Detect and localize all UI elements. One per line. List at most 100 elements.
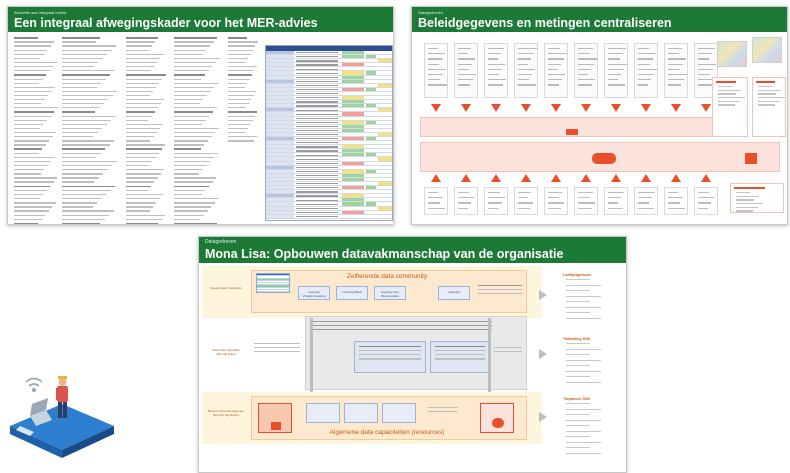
wifi-icon <box>25 377 43 392</box>
up-arrow-icon <box>431 174 441 182</box>
bullet-line <box>566 284 601 286</box>
lane-label-brokers: Brokers Data Development Brought Signifi… <box>207 409 245 417</box>
section-title: Trekleiding 2030 <box>563 337 591 341</box>
table-row <box>266 96 392 101</box>
table-row <box>266 100 392 105</box>
person-icon <box>56 376 68 418</box>
bullet-line <box>566 425 590 427</box>
down-arrow-icon <box>611 104 621 112</box>
text-column <box>174 37 220 224</box>
side-panel <box>752 77 786 137</box>
database-icon <box>592 153 616 164</box>
side-panel <box>712 77 748 137</box>
capabilities-box: Algemene data capaciteiten (resources) <box>251 396 527 440</box>
research-team-box <box>382 403 416 423</box>
card-kicker: Datagedreven <box>418 10 444 15</box>
bullet-line <box>566 279 590 281</box>
lane-label-capability: Data Data Capability (Brough-Data) <box>212 348 240 356</box>
learning-box: Learning Basis <box>336 286 368 300</box>
integraal-afwegingskader-card[interactable]: Behoefte aan integraal beleid Een integr… <box>7 6 394 225</box>
up-arrow-icon <box>521 174 531 182</box>
bullet-line <box>566 447 590 449</box>
lane-label-speed: Speed Data Translators <box>210 286 242 290</box>
source-column <box>514 43 538 98</box>
table-row <box>266 71 392 76</box>
learning-box: Learning <box>438 286 470 300</box>
up-arrow-icon <box>551 174 561 182</box>
card-header: Datagedreven Mona Lisa: Opbouwen datavak… <box>199 237 626 263</box>
bullet-line <box>566 370 601 372</box>
source-column <box>454 43 478 98</box>
card-kicker: Behoefte aan integraal beleid <box>14 10 67 15</box>
assessment-table <box>265 45 393 221</box>
platform-label <box>16 426 34 436</box>
research-team-box <box>306 403 340 423</box>
description-text <box>312 321 492 333</box>
research-team-box <box>344 403 378 423</box>
table-row <box>266 153 392 158</box>
table-row <box>266 128 392 133</box>
learning-box: Learning Via / Bronnendata <box>374 286 406 300</box>
spreadsheet-thumbnail <box>256 273 290 293</box>
consumer-card <box>514 187 538 215</box>
consumer-card <box>544 187 568 215</box>
bullet-line <box>566 359 601 361</box>
down-arrow-icon <box>701 104 711 112</box>
reuse-box <box>430 341 490 373</box>
governance-box <box>480 403 514 433</box>
capability-notes <box>428 407 458 415</box>
up-arrow-icon <box>611 174 621 182</box>
bullet-line <box>566 414 590 416</box>
community-notes <box>478 285 522 297</box>
bullet-line <box>566 403 590 405</box>
bullet-line <box>566 452 601 454</box>
text-column <box>228 37 258 144</box>
table-row <box>266 165 392 170</box>
bullet-line <box>566 343 590 345</box>
process-box <box>305 316 527 390</box>
process-notes <box>494 347 522 355</box>
capabilities-title: Algemene data capaciteiten (resources) <box>329 429 445 436</box>
table-row <box>266 161 392 166</box>
bullet-line <box>566 301 590 303</box>
table-row <box>266 83 392 88</box>
source-column <box>544 43 568 98</box>
table-header <box>266 46 392 51</box>
table-row <box>266 75 392 80</box>
consumer-card <box>424 187 448 215</box>
down-arrow-icon <box>431 104 441 112</box>
consumer-card <box>604 187 628 215</box>
map-thumbnail <box>752 37 782 63</box>
bullet-line <box>566 354 590 356</box>
table-row <box>266 157 392 162</box>
bullet-line <box>566 430 601 432</box>
table-row <box>266 145 392 150</box>
table-row <box>266 182 392 187</box>
source-column <box>484 43 508 98</box>
export-icon <box>745 153 757 164</box>
table-row <box>266 108 392 113</box>
bullet-line <box>566 290 590 292</box>
bullet-line <box>566 306 601 308</box>
table-row <box>266 149 392 154</box>
platform-right <box>62 426 114 458</box>
text-column <box>126 37 166 224</box>
source-column <box>604 43 628 98</box>
storage-icon <box>566 129 578 135</box>
development-box <box>258 403 292 433</box>
consumer-card <box>454 187 478 215</box>
laptop-icon <box>30 398 52 426</box>
table-row <box>266 112 392 117</box>
card-title: Een integraal afwegingskader voor het ME… <box>14 16 318 30</box>
consumer-card <box>634 187 658 215</box>
table-row <box>266 141 392 146</box>
up-arrow-icon <box>461 174 471 182</box>
bullet-line <box>566 376 590 378</box>
source-column <box>664 43 688 98</box>
down-arrow-icon <box>461 104 471 112</box>
right-arrow-icon <box>539 290 547 300</box>
community-box: Zelflerende data community Learning Vraa… <box>251 270 527 313</box>
vertical-connector <box>310 318 313 392</box>
beleidgegevens-card[interactable]: Datagedreven Beleidgegevens en metingen … <box>411 6 788 225</box>
consumer-card <box>664 187 688 215</box>
